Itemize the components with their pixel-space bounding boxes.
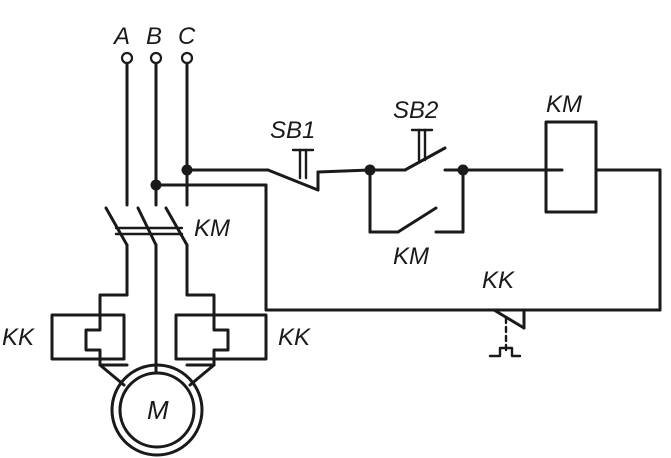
motor-label: M — [147, 395, 169, 425]
km-main-contacts-label: KM — [194, 215, 230, 242]
junction-sb2-left — [364, 164, 376, 176]
km-coil-label: KM — [546, 91, 582, 118]
junction-c — [181, 164, 193, 176]
kk-right-thermal-element — [174, 293, 268, 367]
kk-contact-label: KK — [482, 267, 515, 294]
motor — [110, 363, 204, 457]
sb2-label: SB2 — [393, 97, 438, 124]
phase-c-label: C — [178, 23, 196, 50]
junction-sb2-right — [457, 164, 469, 176]
terminal-b — [149, 51, 163, 65]
km-aux-contact-label: KM — [393, 243, 429, 270]
motor-leads — [98, 363, 216, 387]
phase-b-label: B — [146, 23, 162, 50]
control-circuit — [154, 120, 662, 358]
km-main-contacts — [104, 206, 189, 367]
junction-b — [150, 179, 162, 191]
terminal-c — [180, 51, 194, 65]
terminal-a — [120, 51, 134, 65]
kk-left-label: KK — [2, 324, 35, 351]
sb1-label: SB1 — [270, 117, 315, 144]
kk-left-thermal-element — [50, 293, 129, 367]
phase-a-label: A — [112, 23, 130, 50]
kk-right-label: KK — [278, 324, 311, 351]
